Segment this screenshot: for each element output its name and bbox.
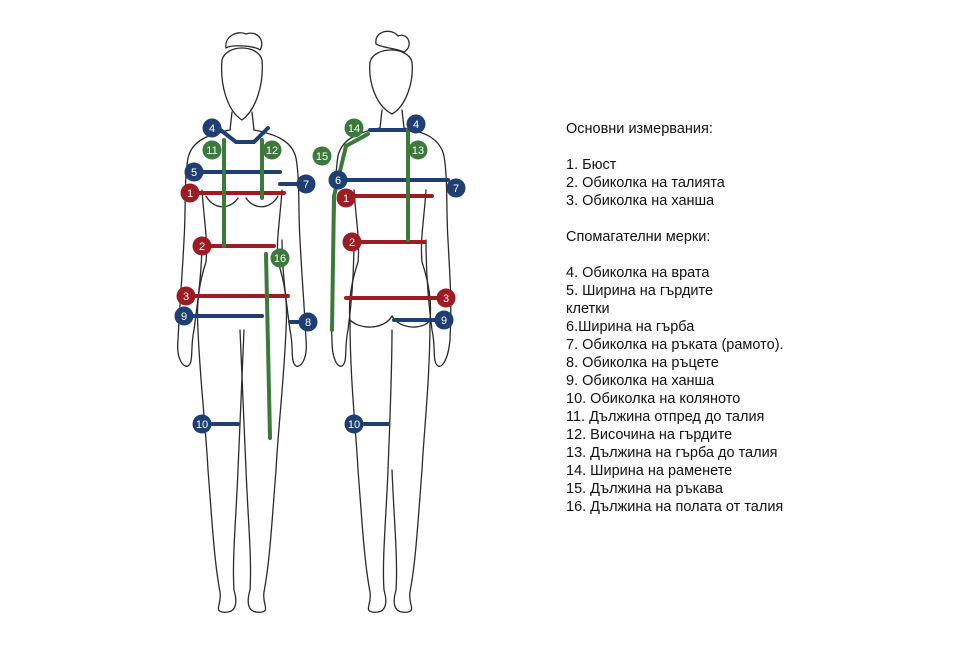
badge-back-1: 1: [336, 188, 356, 208]
legend-item: 10. Обиколка на коляното: [566, 391, 741, 407]
badge-front-1: 1: [180, 183, 200, 203]
legend-item: 5. Ширина на гърдите: [566, 283, 714, 299]
legend-item: 2. Обиколка на талията: [566, 175, 725, 191]
spacer: [566, 246, 946, 264]
badge-front-8: 8: [298, 312, 318, 332]
svg-text:8: 8: [305, 317, 311, 329]
aux-measurements-list: 4. Обиколка на врата 5. Ширина на гърдит…: [566, 264, 946, 516]
badge-front-3: 3: [176, 286, 196, 306]
svg-text:16: 16: [274, 253, 286, 265]
legend-item: 3. Обиколка на ханша: [566, 193, 715, 209]
legend-item: 16. Дължина на полата от талия: [566, 499, 784, 515]
svg-text:14: 14: [348, 123, 360, 135]
badge-front-11: 11: [202, 140, 222, 160]
badge-front-4: 4: [202, 118, 222, 138]
front-skirt-line: [264, 252, 272, 440]
front-neck-line: [216, 126, 270, 144]
badge-back-7: 7: [446, 178, 466, 198]
svg-text:10: 10: [196, 419, 208, 431]
legend-item: 14. Ширина на раменете: [566, 463, 733, 479]
svg-text:7: 7: [453, 183, 459, 195]
badge-back-6: 6: [328, 170, 348, 190]
svg-text:4: 4: [413, 119, 419, 131]
spacer: [566, 210, 946, 228]
svg-text:5: 5: [191, 167, 197, 179]
svg-text:3: 3: [183, 291, 189, 303]
badge-front-7: 7: [296, 174, 316, 194]
legend-item: 1. Бюст: [566, 157, 617, 173]
badge-back-15: 15: [312, 146, 332, 166]
badge-front-12: 12: [262, 140, 282, 160]
legend-item: 4. Обиколка на врата: [566, 265, 710, 281]
back-figure-outline: [330, 30, 452, 613]
badge-back-14: 14: [344, 118, 364, 138]
badges: 4 11 12 5 7 1 2 16 3 9 8 10 14 4 15 13 6…: [174, 114, 466, 434]
svg-text:10: 10: [348, 419, 360, 431]
badge-front-5: 5: [184, 162, 204, 182]
legend-item: 13. Дължина на гърба до талия: [566, 445, 778, 461]
svg-text:13: 13: [412, 145, 424, 157]
legend-item: 11. Дължина отпред до талия: [566, 409, 765, 425]
main-measurements-list: 1. Бюст 2. Обиколка на талията 3. Обикол…: [566, 156, 946, 210]
badge-front-16: 16: [270, 248, 290, 268]
badge-back-13: 13: [408, 140, 428, 160]
badge-front-10: 10: [192, 414, 212, 434]
svg-text:6: 6: [335, 175, 341, 187]
measurement-legend: Основни измервания: 1. Бюст 2. Обиколка …: [566, 120, 946, 516]
badge-back-2: 2: [342, 232, 362, 252]
badge-front-2: 2: [192, 236, 212, 256]
spacer: [566, 138, 946, 156]
svg-text:7: 7: [303, 179, 309, 191]
legend-item: клетки: [566, 301, 610, 317]
badge-back-4: 4: [406, 114, 426, 134]
svg-text:3: 3: [443, 293, 449, 305]
aux-measurements-heading: Спомагателни мерки:: [566, 229, 711, 245]
badge-front-9: 9: [174, 306, 194, 326]
legend-item: 6.Ширина на гърба: [566, 319, 695, 335]
svg-text:4: 4: [209, 123, 215, 135]
main-measurements-heading: Основни измервания:: [566, 121, 713, 137]
legend-item: 15. Дължина на ръкава: [566, 481, 723, 497]
measurement-lines: [188, 126, 450, 440]
badge-back-3: 3: [436, 288, 456, 308]
legend-item: 9. Обиколка на ханша: [566, 373, 715, 389]
svg-text:9: 9: [181, 311, 187, 323]
legend-item: 8. Обиколка на ръцете: [566, 355, 719, 371]
svg-text:2: 2: [349, 237, 355, 249]
svg-text:2: 2: [199, 241, 205, 253]
svg-text:9: 9: [441, 315, 447, 327]
legend-item: 12. Височина на гърдите: [566, 427, 733, 443]
svg-text:11: 11: [206, 145, 217, 157]
badge-back-10: 10: [344, 414, 364, 434]
front-figure-outline: [177, 32, 307, 613]
svg-text:15: 15: [316, 151, 328, 163]
svg-text:12: 12: [266, 145, 278, 157]
svg-text:1: 1: [343, 193, 349, 205]
svg-text:1: 1: [187, 188, 193, 200]
legend-item: 7. Обиколка на ръката (рамото).: [566, 337, 784, 353]
badge-back-9: 9: [434, 310, 454, 330]
